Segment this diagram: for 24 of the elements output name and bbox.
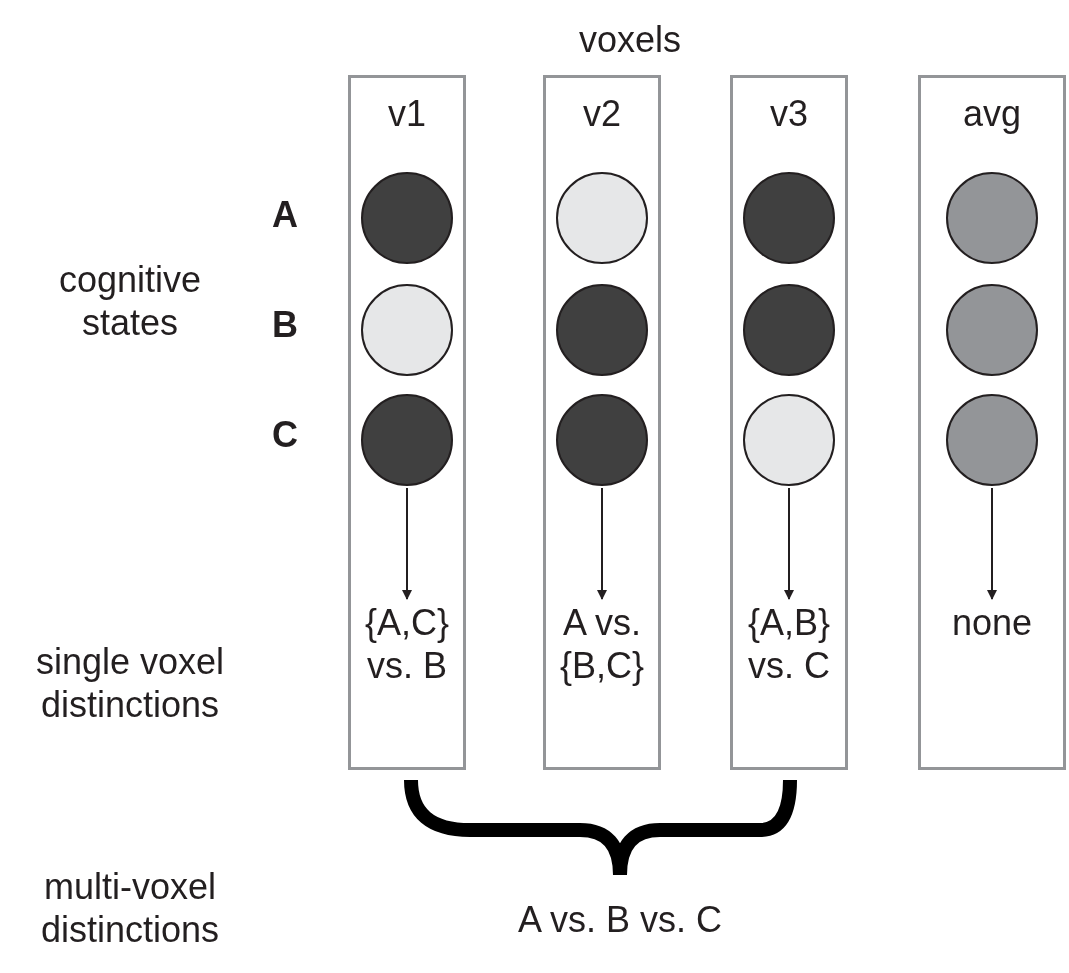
- distinction-text: A vs. {B,C}: [559, 601, 645, 688]
- distinction-text: {A,C} vs. B: [364, 601, 450, 688]
- voxel-column: [730, 75, 848, 770]
- row-label: B: [271, 303, 299, 347]
- axis-title: voxels: [577, 18, 682, 62]
- voxel-column: [348, 75, 466, 770]
- column-heading: avg: [961, 92, 1022, 136]
- arrow: [784, 487, 794, 600]
- column-heading: v3: [769, 92, 809, 136]
- voxel-column: [918, 75, 1066, 770]
- distinction-text: {A,B} vs. C: [747, 601, 831, 688]
- result-text: A vs. B vs. C: [516, 898, 723, 942]
- axis-title: multi-voxel distinctions: [39, 865, 221, 952]
- row-label: A: [271, 193, 299, 237]
- axis-title: single voxel distinctions: [34, 640, 226, 727]
- arrow: [597, 487, 607, 600]
- column-heading: v2: [582, 92, 622, 136]
- distinction-text: none: [951, 601, 1033, 645]
- arrow: [987, 487, 997, 600]
- row-label: C: [271, 413, 299, 457]
- arrow: [402, 487, 412, 600]
- column-heading: v1: [387, 92, 427, 136]
- axis-title: cognitive states: [58, 258, 202, 345]
- voxel-column: [543, 75, 661, 770]
